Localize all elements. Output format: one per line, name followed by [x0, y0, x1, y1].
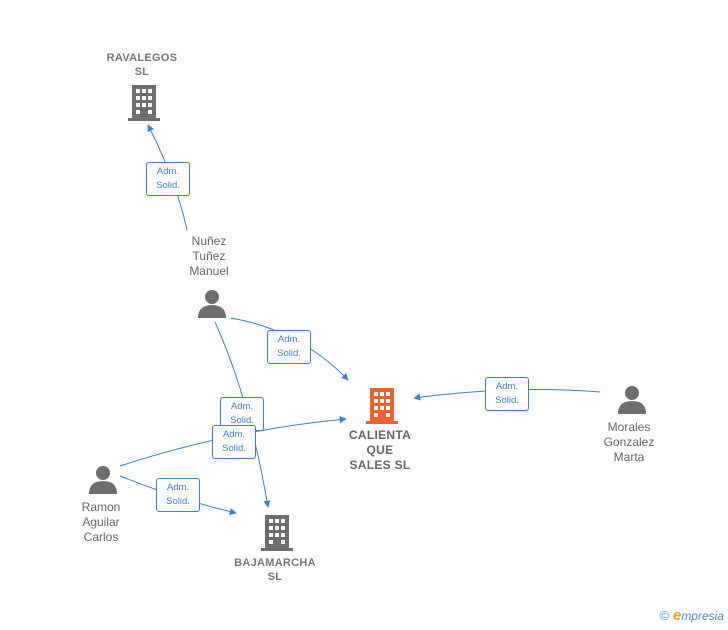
- company-label-ravalegos[interactable]: RAVALEGOS SL: [106, 52, 178, 78]
- building-icon[interactable]: [261, 515, 293, 551]
- brand-e-logo: e: [672, 607, 682, 624]
- edge-label-morales-calienta[interactable]: Adm. Solid.: [485, 377, 529, 411]
- edge-label-nunez-calienta[interactable]: Adm. Solid.: [267, 330, 311, 364]
- building-icon[interactable]: [128, 85, 160, 121]
- person-label-morales[interactable]: Morales Gonzalez Marta: [603, 420, 655, 464]
- brand-name: mpresia: [681, 609, 724, 623]
- person-icon[interactable]: [617, 384, 647, 414]
- empresia-brand: ©empresia: [659, 607, 724, 624]
- company-label-calienta[interactable]: CALIENTA QUE SALES SL: [348, 428, 412, 472]
- edge-label-ramon-bajamarcha[interactable]: Adm. Solid.: [156, 478, 200, 512]
- person-icon[interactable]: [88, 464, 118, 494]
- building-icon-main[interactable]: [366, 388, 398, 424]
- person-label-ramon[interactable]: Ramon Aguilar Carlos: [81, 500, 121, 544]
- person-label-nunez[interactable]: Nuñez Tuñez Manuel: [189, 234, 229, 278]
- edge-label-ramon-calienta[interactable]: Adm. Solid.: [212, 425, 256, 459]
- person-icon[interactable]: [197, 288, 227, 318]
- company-label-bajamarcha[interactable]: BAJAMARCHA SL: [234, 557, 316, 583]
- edge-label-nunez-ravalegos[interactable]: Adm. Solid.: [146, 162, 190, 196]
- copyright-icon: ©: [659, 608, 669, 623]
